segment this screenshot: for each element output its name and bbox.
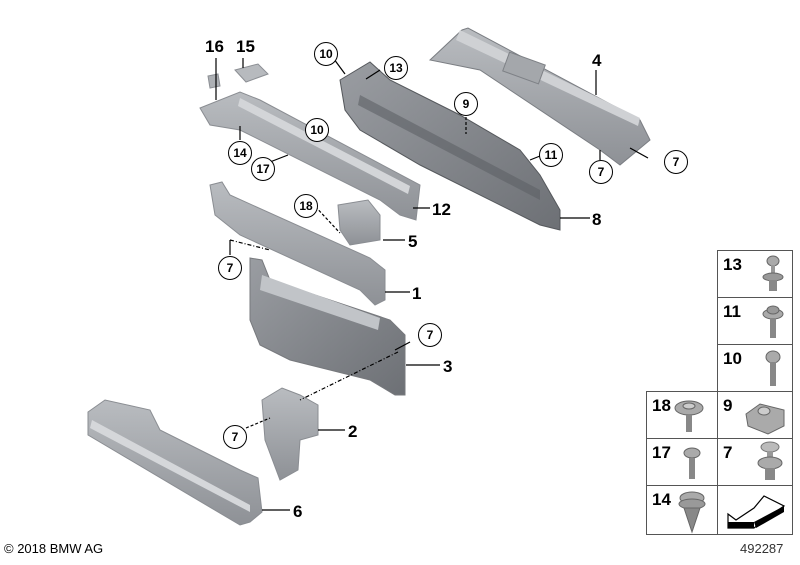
circled-callout-11: 11 (539, 143, 563, 167)
part-callout-4: 4 (592, 51, 602, 70)
speed-nut-icon (745, 403, 785, 435)
direction-arrow-icon (727, 495, 786, 529)
legend-cell-9: 9 (717, 391, 793, 439)
circled-callout-13: 13 (384, 56, 408, 80)
legend-cell-17: 17 (646, 438, 718, 486)
part-callout-15: 15 (236, 37, 255, 56)
pan-head-screw-icon (765, 350, 781, 386)
expanding-clip-icon (678, 491, 706, 534)
part-callout-12: 12 (432, 200, 451, 219)
part-callout-8: 8 (592, 210, 602, 229)
legend-label: 13 (723, 255, 742, 274)
legend-label: 18 (652, 396, 671, 415)
circled-callout-17: 17 (251, 157, 275, 181)
legend-cell-18: 18 (646, 391, 718, 439)
screw-with-washer-clip-icon (762, 255, 784, 291)
part-callout-16: 16 (205, 37, 224, 56)
circled-callout-7: 7 (589, 160, 613, 184)
circled-callout-18: 18 (294, 194, 318, 218)
washer-head-bolt-icon (674, 400, 704, 432)
push-rivet-icon (757, 441, 783, 480)
legend-label: 17 (652, 443, 671, 462)
legend-cell-10: 10 (717, 344, 793, 392)
circled-callout-7: 7 (218, 256, 242, 280)
circled-callout-14: 14 (228, 141, 252, 165)
legend-cell-13: 13 (717, 250, 793, 298)
part-callout-3: 3 (443, 357, 453, 376)
part-callout-5: 5 (408, 232, 418, 251)
part-callout-2: 2 (348, 422, 358, 441)
circled-callout-7: 7 (223, 425, 247, 449)
flange-bolt-icon (762, 305, 784, 338)
legend-cell-arrow (717, 485, 793, 535)
circled-callout-7: 7 (418, 323, 442, 347)
legend-cell-14: 14 (646, 485, 718, 535)
diagram-number: 492287 (740, 541, 784, 556)
legend-cell-11: 11 (717, 297, 793, 345)
legend-label: 10 (723, 349, 742, 368)
copyright-notice: © 2018 BMW AG (4, 541, 104, 556)
circled-callout-9: 9 (454, 92, 478, 116)
legend-cell-7: 7 (717, 438, 793, 486)
circled-callout-10: 10 (305, 118, 329, 142)
flange-screw-icon (683, 447, 701, 479)
legend-label: 14 (652, 490, 671, 509)
circled-callout-7: 7 (664, 150, 688, 174)
legend-label: 9 (723, 396, 733, 415)
legend-label: 7 (723, 443, 733, 462)
part-callout-6: 6 (293, 502, 303, 521)
part-callout-1: 1 (412, 284, 422, 303)
legend-label: 11 (723, 302, 741, 321)
circled-callout-10: 10 (314, 42, 338, 66)
